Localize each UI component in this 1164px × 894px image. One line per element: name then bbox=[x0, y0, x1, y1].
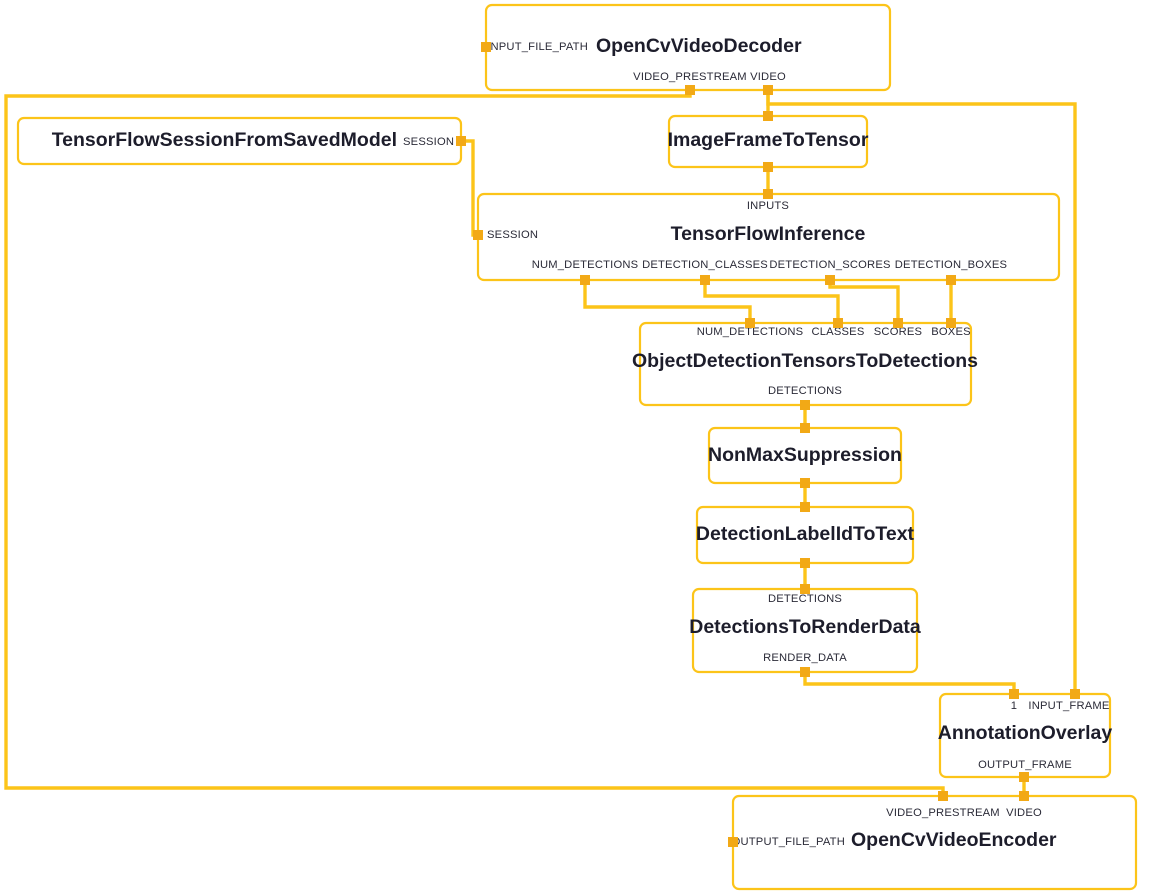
port-label-detection-classes: DETECTION_CLASSES bbox=[642, 259, 768, 271]
port-output-frame[interactable] bbox=[1019, 772, 1029, 782]
port-label-output-frame: OUTPUT_FRAME bbox=[978, 759, 1072, 771]
port-label-output-file-path: OUTPUT_FILE_PATH bbox=[732, 836, 845, 848]
node-annotation-overlay[interactable]: AnnotationOverlay 1 INPUT_FRAME OUTPUT_F… bbox=[938, 689, 1113, 782]
port-scores-in[interactable] bbox=[893, 318, 903, 328]
port-classes-in[interactable] bbox=[833, 318, 843, 328]
node-object-detection-tensors-to-detections[interactable]: ObjectDetectionTensorsToDetections NUM_D… bbox=[632, 318, 978, 410]
port-label-overlay-index-1: 1 bbox=[1011, 700, 1017, 712]
node-tensorflow-session-from-saved-model[interactable]: TensorFlowSessionFromSavedModel SESSION bbox=[16, 116, 466, 166]
edge-detection-classes bbox=[703, 280, 840, 323]
node-non-max-suppression[interactable]: NonMaxSuppression bbox=[707, 423, 903, 488]
port-label-render-data-out: RENDER_DATA bbox=[763, 652, 847, 664]
port-input-file-path[interactable] bbox=[481, 42, 491, 52]
port-label-id-in[interactable] bbox=[800, 502, 810, 512]
node-title: TensorFlowInference bbox=[671, 223, 866, 245]
port-label-input-frame: INPUT_FRAME bbox=[1028, 700, 1109, 712]
node-tensorflow-inference[interactable]: TensorFlowInference INPUTS SESSION NUM_D… bbox=[473, 189, 1061, 285]
node-title: NonMaxSuppression bbox=[708, 444, 902, 466]
port-nms-out[interactable] bbox=[800, 478, 810, 488]
port-label-video: VIDEO bbox=[750, 71, 786, 83]
node-opencv-video-encoder[interactable]: OpenCvVideoEncoder OUTPUT_FILE_PATH VIDE… bbox=[728, 791, 1138, 891]
port-input-tensor[interactable] bbox=[763, 111, 773, 121]
port-label-session-out: SESSION bbox=[403, 136, 454, 148]
node-title: ImageFrameToTensor bbox=[668, 129, 869, 151]
port-label-boxes-in: BOXES bbox=[931, 326, 971, 338]
port-boxes-in[interactable] bbox=[946, 318, 956, 328]
node-detections-to-render-data[interactable]: DetectionsToRenderData DETECTIONS RENDER… bbox=[689, 584, 921, 677]
node-title: TensorFlowSessionFromSavedModel bbox=[52, 129, 397, 151]
edge-num-detections bbox=[583, 280, 752, 323]
port-encoder-video-prestream[interactable] bbox=[938, 791, 948, 801]
node-title: ObjectDetectionTensorsToDetections bbox=[632, 350, 978, 372]
node-detection-label-id-to-text[interactable]: DetectionLabelIdToText bbox=[695, 502, 915, 568]
node-opencv-video-decoder[interactable]: OpenCvVideoDecoder INPUT_FILE_PATH VIDEO… bbox=[481, 3, 892, 95]
port-input-frame[interactable] bbox=[1070, 689, 1080, 699]
port-label-detection-scores: DETECTION_SCORES bbox=[769, 259, 890, 271]
port-nms-in[interactable] bbox=[800, 423, 810, 433]
node-title: DetectionLabelIdToText bbox=[696, 523, 915, 545]
port-label-num-detections: NUM_DETECTIONS bbox=[532, 259, 639, 271]
port-render-data-out[interactable] bbox=[800, 667, 810, 677]
port-detection-classes[interactable] bbox=[700, 275, 710, 285]
port-label-encoder-video: VIDEO bbox=[1006, 807, 1042, 819]
port-session-out[interactable] bbox=[456, 136, 466, 146]
port-label-detections-out: DETECTIONS bbox=[768, 385, 842, 397]
edge-render-data-to-overlay-1 bbox=[803, 672, 1016, 694]
port-session-in[interactable] bbox=[473, 230, 483, 240]
node-title: OpenCvVideoEncoder bbox=[851, 829, 1057, 851]
edge-detection-scores bbox=[828, 280, 900, 323]
port-label-session-in: SESSION bbox=[487, 229, 538, 241]
port-output-tensor[interactable] bbox=[763, 162, 773, 172]
port-detection-scores[interactable] bbox=[825, 275, 835, 285]
port-video[interactable] bbox=[763, 85, 773, 95]
port-label-id-out[interactable] bbox=[800, 558, 810, 568]
port-output-file-path[interactable] bbox=[728, 837, 738, 847]
port-detections-out[interactable] bbox=[800, 400, 810, 410]
port-label-scores-in: SCORES bbox=[874, 326, 922, 338]
port-label-video-prestream: VIDEO_PRESTREAM bbox=[633, 71, 747, 83]
node-title: DetectionsToRenderData bbox=[689, 616, 921, 638]
port-detection-boxes[interactable] bbox=[946, 275, 956, 285]
port-label-detection-boxes: DETECTION_BOXES bbox=[895, 259, 1007, 271]
port-overlay-1[interactable] bbox=[1009, 689, 1019, 699]
port-label-encoder-video-prestream: VIDEO_PRESTREAM bbox=[886, 807, 1000, 819]
port-encoder-video[interactable] bbox=[1019, 791, 1029, 801]
port-video-prestream[interactable] bbox=[685, 85, 695, 95]
port-label-input-file-path: INPUT_FILE_PATH bbox=[487, 41, 588, 53]
node-title: OpenCvVideoDecoder bbox=[596, 35, 802, 57]
node-title: AnnotationOverlay bbox=[938, 722, 1113, 744]
port-label-inputs: INPUTS bbox=[747, 200, 789, 212]
port-detections-in[interactable] bbox=[800, 584, 810, 594]
port-inputs[interactable] bbox=[763, 189, 773, 199]
port-num-detections[interactable] bbox=[580, 275, 590, 285]
node-image-frame-to-tensor[interactable]: ImageFrameToTensor bbox=[668, 111, 869, 172]
port-num-detections-in[interactable] bbox=[745, 318, 755, 328]
port-label-num-detections-in: NUM_DETECTIONS bbox=[697, 326, 804, 338]
port-label-classes-in: CLASSES bbox=[811, 326, 864, 338]
port-label-detections-in: DETECTIONS bbox=[768, 593, 842, 605]
